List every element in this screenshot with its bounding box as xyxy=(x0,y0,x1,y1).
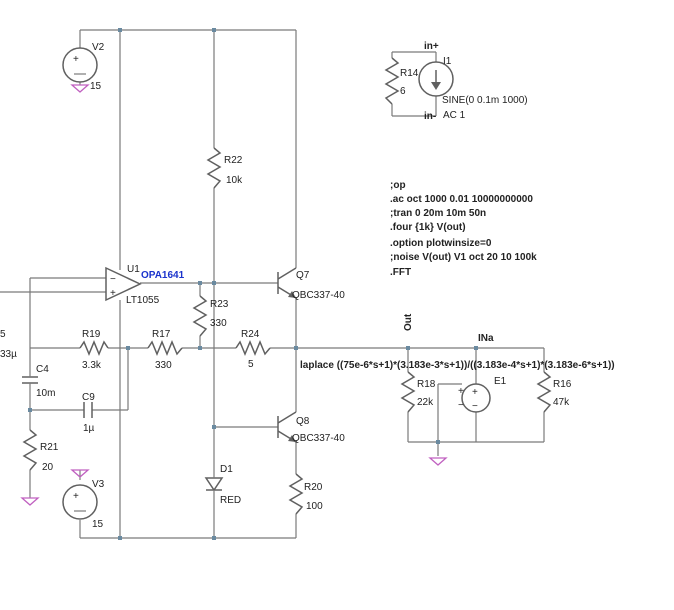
partial-label-a: 5 xyxy=(0,329,6,340)
c4-name-label: C4 xyxy=(36,364,49,375)
c4-value-label: 10m xyxy=(36,388,55,399)
r18-name-label: R18 xyxy=(417,379,436,390)
q8-name-label: Q8 xyxy=(296,416,310,427)
r14-name-label: R14 xyxy=(400,68,419,79)
svg-text:+: + xyxy=(472,387,478,398)
q8-model-label: QBC337-40 xyxy=(292,433,345,444)
e1-plus-pin: + xyxy=(458,386,464,397)
opamp-u1[interactable]: − + U1 OPA1641 LT1055 xyxy=(105,264,185,306)
q7-name-label: Q7 xyxy=(296,270,310,281)
svg-text:−: − xyxy=(472,401,478,412)
svg-text:+: + xyxy=(73,54,79,65)
net-out-label: Out xyxy=(403,313,414,331)
r20-name-label: R20 xyxy=(304,482,323,493)
directive-line-2: .ac oct 1000 0.01 10000000000 xyxy=(390,194,533,205)
q7-model-label: QBC337-40 xyxy=(292,290,345,301)
svg-text:+: + xyxy=(110,288,116,299)
capacitor-c4[interactable]: C4 10m xyxy=(22,364,55,399)
resistor-r21[interactable]: R21 20 xyxy=(22,429,59,473)
voltage-source-v3[interactable]: + V3 15 xyxy=(62,479,105,530)
resistor-r20[interactable]: R20 100 xyxy=(288,473,323,515)
u1-part-label: OPA1641 xyxy=(141,270,185,281)
c9-value-label: 1µ xyxy=(83,423,95,434)
partial-label-b: 33µ xyxy=(0,349,17,360)
r23-value-label: 330 xyxy=(210,318,227,329)
i1-name-label: I1 xyxy=(443,56,452,67)
c9-name-label: C9 xyxy=(82,392,95,403)
v2-value-label: 15 xyxy=(90,81,102,92)
svg-text:+: + xyxy=(73,491,79,502)
junctions xyxy=(28,28,478,540)
directive-line-7: .FFT xyxy=(390,267,411,278)
transistor-q8[interactable]: Q8 QBC337-40 xyxy=(277,411,345,444)
r24-value-label: 5 xyxy=(248,359,254,370)
wires xyxy=(0,29,545,539)
transistor-q7[interactable]: Q7 QBC337-40 xyxy=(277,267,345,301)
r14-value-label: 6 xyxy=(400,86,406,97)
ground-symbol-v3 xyxy=(70,469,90,478)
v3-value-label: 15 xyxy=(92,519,104,530)
e1-laplace-expression: laplace ((75e-6*s+1)*(3.183e-3*s+1))/((3… xyxy=(300,360,615,371)
u1-model-label: LT1055 xyxy=(126,295,160,306)
r18-value-label: 22k xyxy=(417,397,434,408)
r22-name-label: R22 xyxy=(224,155,243,166)
resistor-r17[interactable]: R17 330 xyxy=(147,329,183,371)
r16-name-label: R16 xyxy=(553,379,572,390)
diode-d1[interactable]: D1 RED xyxy=(204,464,241,506)
net-in-minus-label: in- xyxy=(424,111,436,122)
svg-text:−: − xyxy=(110,274,116,285)
u1-name-label: U1 xyxy=(127,264,140,275)
partial-component-labels: 5 33µ xyxy=(0,329,17,360)
net-label-out: Out xyxy=(403,313,414,331)
resistor-r22[interactable]: R22 10k xyxy=(206,147,243,189)
voltage-source-v2[interactable]: + V2 15 xyxy=(62,42,105,92)
directive-line-4: .four {1k} V(out) xyxy=(390,222,466,233)
r17-value-label: 330 xyxy=(155,360,172,371)
resistor-r24[interactable]: R24 5 xyxy=(235,329,271,370)
d1-value-label: RED xyxy=(220,495,241,506)
resistor-r16[interactable]: R16 47k xyxy=(536,371,572,413)
capacitor-c9[interactable]: C9 1µ xyxy=(82,392,95,434)
r22-value-label: 10k xyxy=(226,175,243,186)
net-in-plus-label: in+ xyxy=(424,41,439,52)
ground-symbol-e1 xyxy=(428,457,448,466)
net-ina-label: INa xyxy=(478,333,494,344)
r21-value-label: 20 xyxy=(42,462,54,473)
r24-name-label: R24 xyxy=(241,329,260,340)
r17-name-label: R17 xyxy=(152,329,171,340)
resistor-r23[interactable]: R23 330 xyxy=(192,295,229,337)
resistor-r19[interactable]: R19 3.3k xyxy=(79,329,109,371)
r21-name-label: R21 xyxy=(40,442,59,453)
r19-name-label: R19 xyxy=(82,329,101,340)
r23-name-label: R23 xyxy=(210,299,229,310)
spice-directives: ;op .ac oct 1000 0.01 10000000000 ;tran … xyxy=(390,180,537,278)
directive-line-3: ;tran 0 20m 10m 50n xyxy=(390,208,486,219)
resistor-r18[interactable]: R18 22k xyxy=(400,371,436,413)
r16-value-label: 47k xyxy=(553,397,570,408)
i1-value-label: SINE(0 0.1m 1000) xyxy=(442,95,528,106)
r19-value-label: 3.3k xyxy=(82,360,102,371)
i1-ac-label: AC 1 xyxy=(443,110,466,121)
r20-value-label: 100 xyxy=(306,501,323,512)
ground-symbol-r21 xyxy=(20,497,40,506)
v3-name-label: V3 xyxy=(92,479,105,490)
resistor-r14[interactable]: R14 6 xyxy=(384,57,419,105)
directive-line-1: ;op xyxy=(390,180,406,191)
d1-name-label: D1 xyxy=(220,464,233,475)
ground-symbol-v2 xyxy=(70,84,90,93)
directive-line-6: ;noise V(out) V1 oct 20 10 100k xyxy=(390,252,537,263)
e1-name-label: E1 xyxy=(494,376,507,387)
directive-line-5: .option plotwinsize=0 xyxy=(390,238,492,249)
v2-name-label: V2 xyxy=(92,42,105,53)
vcvs-e1[interactable]: + − + − E1 xyxy=(458,376,507,413)
e1-minus-pin: − xyxy=(458,400,464,411)
current-source-i1[interactable]: I1 SINE(0 0.1m 1000) AC 1 xyxy=(418,56,528,121)
